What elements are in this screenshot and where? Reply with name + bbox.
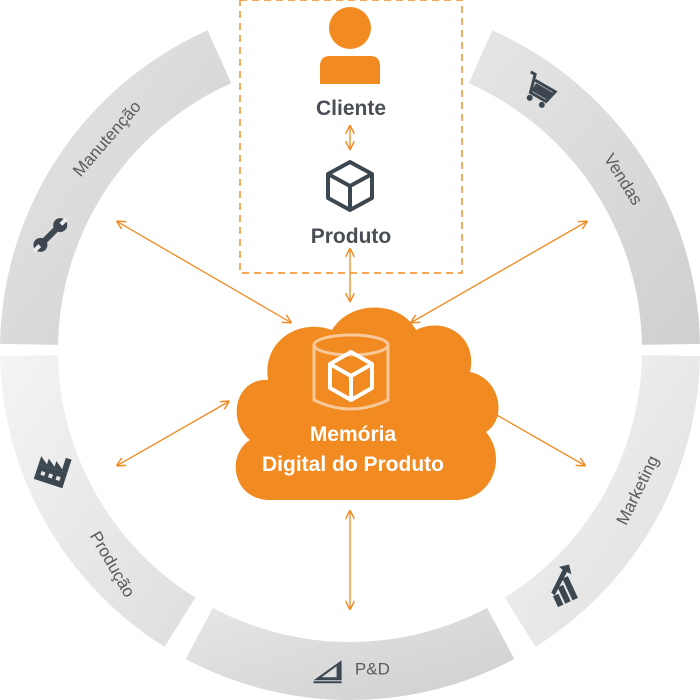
center-title-line1: Memória: [310, 423, 397, 446]
center-cloud: [235, 307, 499, 500]
segment-marketing: [504, 355, 700, 647]
cube-icon: [326, 160, 374, 212]
database-cube-icon: [312, 333, 390, 411]
wrench-icon: [32, 217, 68, 253]
segment-label-pd: P&D: [355, 660, 390, 679]
product-label: Produto: [311, 225, 391, 248]
factory-icon: [33, 456, 72, 489]
segment-pd: [185, 607, 515, 700]
segment-manutencao: [0, 30, 232, 345]
arrow-to-manutencao: [118, 222, 290, 322]
arrow-to-producao: [118, 402, 228, 465]
shopping-cart-icon: [526, 70, 558, 108]
ruler-triangle-icon: [313, 660, 342, 684]
customer-label: Cliente: [316, 97, 386, 120]
segment-producao: [0, 355, 196, 647]
person-icon: [320, 7, 380, 84]
segment-vendas: [468, 30, 700, 345]
arrow-to-vendas: [412, 222, 586, 322]
connector-arrows: [118, 222, 586, 608]
growth-chart-icon: [551, 564, 578, 608]
center-title-line2: Digital do Produto: [262, 453, 444, 476]
